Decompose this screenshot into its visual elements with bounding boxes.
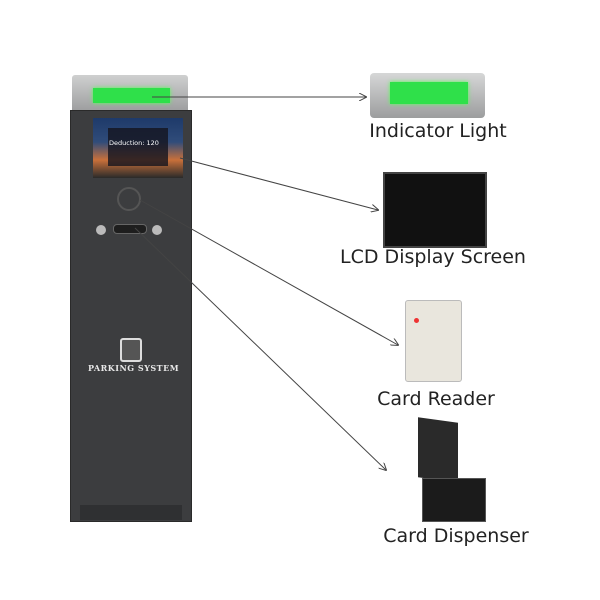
arrow-reader <box>139 199 398 345</box>
button-right <box>152 225 162 235</box>
card-reader-photo <box>405 300 462 382</box>
lcd-photo <box>383 172 487 248</box>
label-lcd: LCD Display Screen <box>340 246 526 268</box>
label-card-dispenser: Card Dispenser <box>383 525 529 547</box>
kiosk-body <box>70 110 192 522</box>
label-card-reader: Card Reader <box>377 388 495 410</box>
label-indicator-light: Indicator Light <box>369 120 507 142</box>
arrow-lcd <box>179 157 378 210</box>
dispenser-mechanism <box>422 478 486 522</box>
screen-deduction: Deduction: 120 <box>109 139 159 147</box>
button-left <box>96 225 106 235</box>
brand-text: PARKING SYSTEM <box>88 363 180 373</box>
indicator-light-green <box>390 82 468 104</box>
dispenser-photo <box>418 417 458 483</box>
kiosk-indicator-light <box>93 88 170 103</box>
card-slot <box>113 224 147 234</box>
card-reader-led <box>414 318 419 323</box>
rfid-icon <box>117 187 141 211</box>
screen-info-box: Deduction: 120 <box>108 128 168 166</box>
arrow-dispenser <box>134 227 386 470</box>
brand-logo-icon <box>120 338 142 362</box>
kiosk-base <box>80 505 182 520</box>
